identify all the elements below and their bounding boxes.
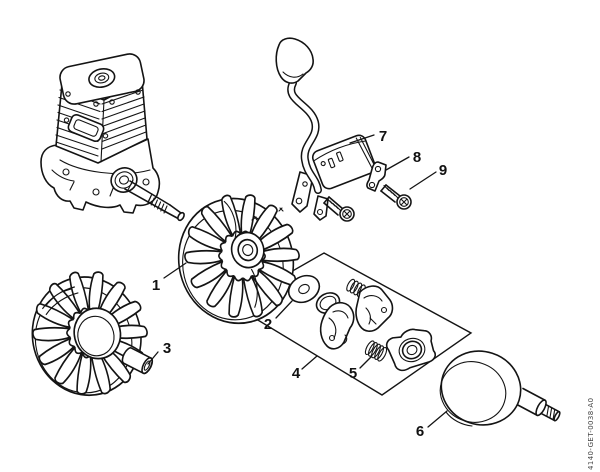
flywheel-center-bore bbox=[73, 307, 122, 360]
callout-6-leader bbox=[427, 410, 448, 428]
callout-4-leader bbox=[301, 355, 318, 370]
clutch-drum bbox=[439, 350, 561, 427]
mounting-bracket bbox=[366, 161, 387, 192]
callout-leaders bbox=[147, 134, 448, 428]
callout-1: 1 bbox=[152, 277, 160, 294]
clutch-shoe-right bbox=[355, 285, 394, 332]
drawing-number: 4140-GET-0038-A0 bbox=[587, 398, 595, 470]
coil-body bbox=[311, 134, 377, 190]
drum-shaft bbox=[514, 387, 561, 422]
callout-8: 8 bbox=[413, 149, 421, 166]
callout-4: 4 bbox=[292, 365, 301, 382]
callout-2: 2 bbox=[264, 316, 272, 333]
callout-9: 9 bbox=[439, 162, 447, 179]
screw-left bbox=[323, 196, 355, 222]
clutch-spring bbox=[364, 340, 388, 362]
callout-7: 7 bbox=[379, 128, 387, 145]
callout-1-leader bbox=[163, 262, 187, 279]
clutch-shoe-left bbox=[319, 301, 355, 350]
exhaust-port bbox=[63, 113, 109, 143]
clutch-hub bbox=[385, 328, 436, 372]
callout-9-leader bbox=[409, 171, 437, 190]
callout-8-leader bbox=[385, 156, 410, 171]
spark-plug-boot bbox=[275, 37, 314, 84]
engine-cylinder-assembly bbox=[40, 53, 161, 214]
screw-right bbox=[380, 184, 412, 210]
callout-7-leader bbox=[349, 134, 375, 144]
flywheel-rear-view bbox=[31, 269, 149, 397]
bushing bbox=[121, 347, 154, 375]
callout-labels: 1 2 3 4 5 6 7 8 9 bbox=[152, 128, 447, 440]
ignition-coil bbox=[275, 37, 377, 221]
callout-5: 5 bbox=[349, 365, 357, 382]
callout-6: 6 bbox=[416, 423, 424, 440]
callout-3-leader bbox=[147, 351, 159, 365]
flywheel bbox=[177, 192, 301, 325]
callout-2-leader bbox=[275, 300, 293, 319]
callout-3: 3 bbox=[163, 340, 171, 357]
callout-5-leader bbox=[359, 356, 372, 369]
washer bbox=[287, 274, 321, 304]
crankshaft bbox=[124, 179, 185, 222]
spark-plug-hole bbox=[88, 68, 116, 89]
